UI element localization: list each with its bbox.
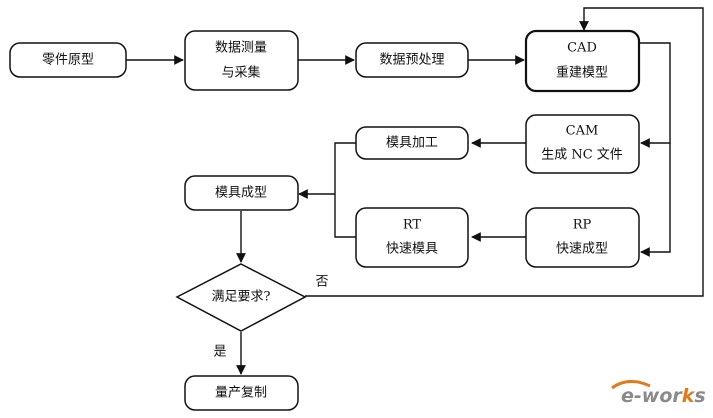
node-data-preprocess-label: 数据预处理 xyxy=(379,53,444,68)
node-rt: RT 快速模具 xyxy=(355,207,469,268)
node-part-prototype-label: 零件原型 xyxy=(42,53,94,68)
node-decision-label: 满足要求? xyxy=(212,290,271,305)
edge-label-no: 否 xyxy=(315,275,328,290)
node-rp: RP 快速成型 xyxy=(525,207,640,268)
eworks-logo: e-works xyxy=(611,380,706,407)
node-cam: CAM 生成 NC 文件 xyxy=(525,114,640,174)
edge-label-yes: 是 xyxy=(213,345,226,360)
node-cam-label-1: CAM xyxy=(566,124,599,139)
node-cad: CAD 重建模型 xyxy=(524,29,641,93)
node-cam-label-2: 生成 NC 文件 xyxy=(541,148,623,163)
node-data-measure-label-1: 数据测量 xyxy=(215,41,267,56)
node-data-measure: 数据测量 与采集 xyxy=(184,30,299,91)
node-rp-label-1: RP xyxy=(573,218,592,233)
node-cad-label-2: 重建模型 xyxy=(556,65,608,81)
logo-text: e-works xyxy=(621,385,706,407)
node-part-prototype: 零件原型 xyxy=(9,42,127,78)
node-mold-machining-label: 模具加工 xyxy=(386,136,438,151)
node-rp-label-2: 快速成型 xyxy=(556,242,608,257)
node-cad-label-1: CAD xyxy=(567,41,597,56)
edge-cad-to-cam xyxy=(639,42,671,148)
edge-cad-to-rp xyxy=(640,143,671,257)
node-mass-production-label: 量产复制 xyxy=(215,386,267,401)
node-data-measure-label-2: 与采集 xyxy=(221,65,260,81)
edge-merge-bracket xyxy=(334,142,356,238)
edges xyxy=(126,7,704,375)
node-mold-forming-label: 模具成型 xyxy=(215,186,267,201)
node-rt-label-2: 快速模具 xyxy=(386,242,438,257)
node-decision: 满足要求? xyxy=(175,263,307,332)
node-data-preprocess: 数据预处理 xyxy=(355,42,469,78)
node-rt-label-1: RT xyxy=(403,218,422,233)
node-mold-machining: 模具加工 xyxy=(355,126,469,160)
logo-swoosh-icon xyxy=(611,380,651,390)
edge-decision-no-feedback xyxy=(305,7,704,297)
node-mass-production: 量产复制 xyxy=(184,375,299,411)
node-mold-forming: 模具成型 xyxy=(184,175,299,211)
